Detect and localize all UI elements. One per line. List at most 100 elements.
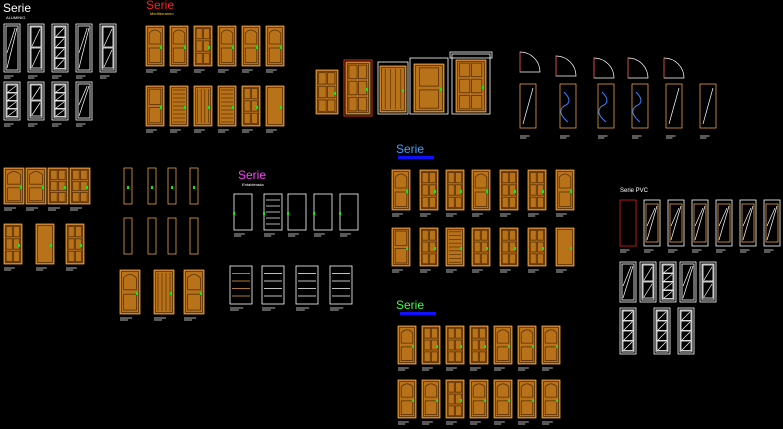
- glass: [680, 330, 692, 341]
- door-handle-mark: [508, 345, 510, 348]
- door-handle-mark: [20, 186, 22, 189]
- green-series-title: Serie: [396, 298, 425, 312]
- panel: [447, 327, 455, 339]
- panel: [67, 225, 75, 238]
- arched-panel: [544, 383, 558, 398]
- panel: [327, 99, 336, 112]
- arched-panel: [123, 274, 137, 291]
- panel: [478, 351, 486, 363]
- wood-door-frame: [171, 87, 187, 125]
- aluminium-door: [619, 261, 637, 303]
- panel: [454, 171, 462, 184]
- pvc-glass: [717, 203, 731, 243]
- door-handle-mark: [208, 106, 210, 109]
- aluminium-door-frame: [655, 309, 669, 353]
- door-handle-mark: [366, 88, 368, 91]
- door-section: [519, 83, 537, 129]
- door-handle-mark: [86, 186, 88, 189]
- aluminium-door-frame: [621, 263, 635, 301]
- glass-hatch: [622, 265, 632, 287]
- wood-door-frame: [219, 87, 235, 125]
- panel: [421, 229, 429, 241]
- glass-hatch: [663, 291, 673, 299]
- shelf-door: [295, 265, 319, 305]
- door-frame-outline: [343, 59, 373, 117]
- glass-hatch: [623, 321, 633, 331]
- glass: [656, 330, 668, 341]
- panel: [473, 229, 481, 241]
- door-handle-mark: [232, 46, 234, 49]
- door-handle-mark: [200, 292, 202, 295]
- panel: [12, 250, 20, 262]
- wood-door-frame: [49, 169, 67, 203]
- wood-door: [3, 167, 25, 205]
- panel: [501, 184, 509, 196]
- panel: [508, 253, 516, 265]
- wood-door: [517, 325, 537, 365]
- glass-hatch: [622, 265, 634, 299]
- door-handle-mark: [256, 46, 258, 49]
- panel: [421, 184, 429, 196]
- wood-door-frame: [121, 271, 139, 313]
- door-handle-mark: [434, 190, 436, 193]
- panel: [123, 293, 137, 311]
- glass-hatch: [663, 274, 673, 282]
- glass-hatch: [55, 48, 65, 58]
- door-handle-mark: [42, 186, 44, 189]
- aluminium-door: [75, 81, 93, 121]
- panel: [50, 169, 58, 180]
- panel: [471, 78, 483, 94]
- arched-panel: [520, 383, 534, 398]
- wood-door-frame: [317, 71, 337, 113]
- door-handle-mark: [184, 106, 186, 109]
- wood-door-frame: [195, 87, 211, 125]
- panel: [536, 253, 544, 265]
- wood-door: [47, 167, 69, 205]
- wood-door: [183, 269, 205, 315]
- glass-hatch: [646, 205, 658, 241]
- panel: [501, 229, 509, 241]
- door-elevation-layer: [3, 23, 781, 425]
- wood-door-frame: [457, 61, 485, 111]
- aluminium-door-frame: [29, 25, 43, 71]
- door-handle-mark: [412, 345, 414, 348]
- panel: [473, 253, 481, 265]
- panel: [243, 100, 251, 112]
- panel: [508, 229, 516, 241]
- panel: [471, 327, 479, 339]
- glass-hatch: [78, 27, 90, 69]
- door-frame-outline: [409, 57, 449, 115]
- door-handle-mark: [460, 399, 462, 402]
- wood-door-frame: [501, 171, 517, 209]
- panel: [243, 112, 251, 124]
- panel: [318, 99, 327, 112]
- door-handle-mark: [556, 345, 558, 348]
- aluminium-door-frame: [5, 83, 19, 119]
- glass-hatch: [78, 27, 88, 53]
- door-handle-mark: [80, 244, 82, 247]
- door-frame-outline: [451, 53, 491, 115]
- panel: [421, 241, 429, 253]
- door-swing-plan: [519, 51, 541, 73]
- glass: [54, 108, 66, 117]
- panel: [501, 196, 509, 208]
- wood-door: [35, 223, 55, 265]
- wood-door-frame: [71, 169, 89, 203]
- wood-door: [421, 379, 441, 419]
- arched-panel: [558, 173, 572, 189]
- wood-door-frame: [171, 27, 187, 65]
- glass: [656, 310, 668, 321]
- panel: [472, 400, 486, 415]
- door-handle-mark: [170, 292, 172, 295]
- shelf-door: [261, 265, 285, 305]
- wood-door: [315, 69, 339, 115]
- glass-hatch: [55, 109, 65, 117]
- wood-door-frame: [185, 271, 203, 313]
- arched-panel: [394, 173, 408, 189]
- panel: [400, 346, 414, 361]
- aluminium-door: [27, 23, 45, 73]
- glass-hatch: [78, 85, 90, 117]
- glass-hatch: [7, 109, 17, 117]
- wood-door-frame: [195, 27, 211, 65]
- door-section: [699, 83, 717, 129]
